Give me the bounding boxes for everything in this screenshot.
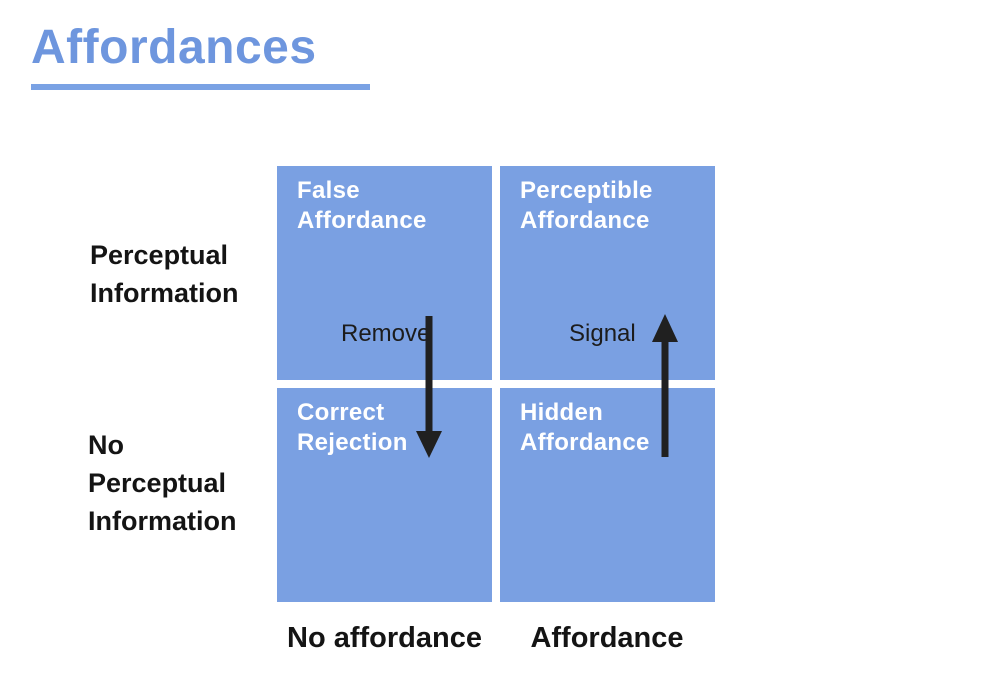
quadrant-perceptible-affordance-label: Perceptible Affordance xyxy=(520,177,653,234)
remove-arrow-label: Remove xyxy=(341,320,431,347)
quadrant-correct-rejection: Correct Rejection xyxy=(277,388,492,602)
affordance-matrix: False Affordance Perceptible Affordance … xyxy=(277,166,715,602)
page-title: Affordances xyxy=(31,24,370,90)
row-label-perceptual-information: Perceptual Information xyxy=(90,240,239,308)
col-label-no-affordance: No affordance xyxy=(287,622,482,654)
quadrant-hidden-affordance-label: Hidden Affordance xyxy=(520,399,650,456)
col-label-affordance: Affordance xyxy=(530,622,684,654)
quadrant-correct-rejection-label: Correct Rejection xyxy=(297,399,408,456)
row-label-no-perceptual-information: No Perceptual Information xyxy=(88,430,237,536)
quadrant-false-affordance-label: False Affordance xyxy=(297,177,427,234)
signal-arrow-label: Signal xyxy=(569,320,636,347)
quadrant-hidden-affordance: Hidden Affordance xyxy=(500,388,715,602)
quadrant-perceptible-affordance: Perceptible Affordance xyxy=(500,166,715,380)
quadrant-false-affordance: False Affordance xyxy=(277,166,492,380)
